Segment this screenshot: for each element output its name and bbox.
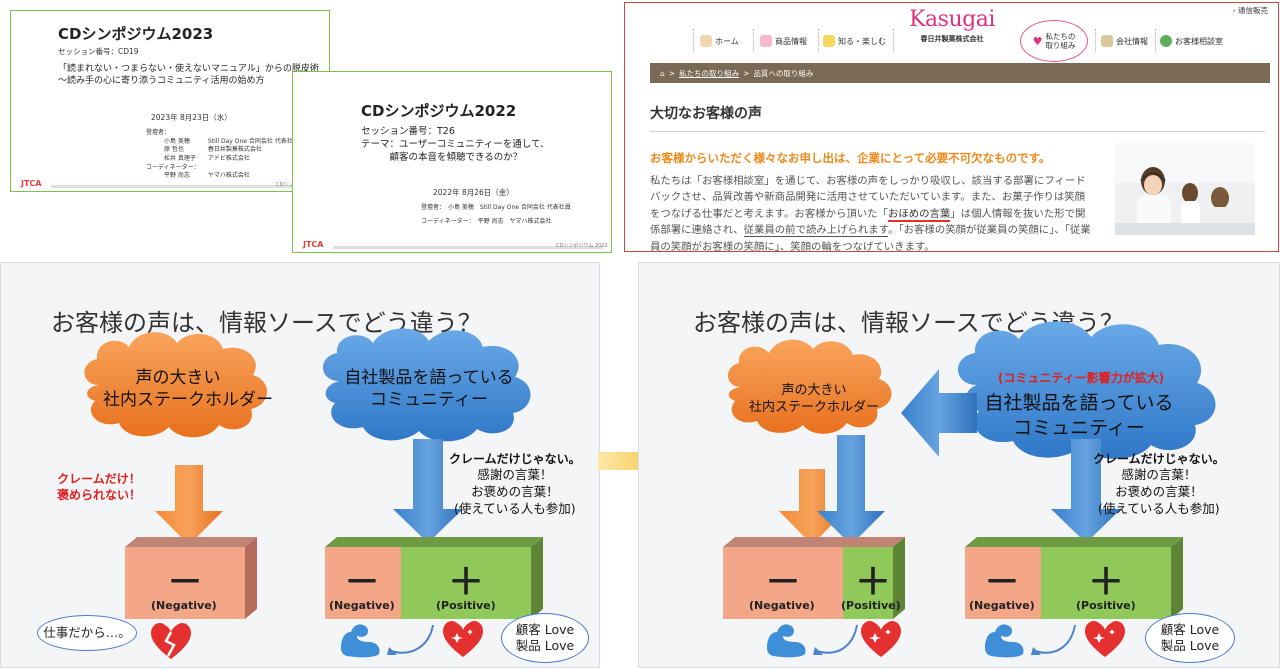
lead-text: お客様からいただく様々なお申し出は、企業にとって必要不可欠なものです。 bbox=[650, 151, 1051, 165]
slide-footer-bar bbox=[333, 246, 603, 249]
nav-products[interactable]: 商品情報 bbox=[760, 35, 807, 47]
cycle-arrow-icon bbox=[1034, 624, 1076, 654]
slide-thumbnail-2023: CDシンポジウム2023 セッション番号：CD19 「読まれない・つまらない・使… bbox=[10, 10, 330, 192]
brand-sub: 春日井製菓株式会社 bbox=[920, 35, 984, 43]
slide-date: 2023年 8月23日（水） bbox=[151, 113, 232, 122]
minus-sign: － bbox=[344, 562, 381, 603]
brand-logo[interactable]: Kasugai 春日井製菓株式会社 bbox=[907, 9, 997, 44]
breadcrumb: ⌂ > 私たちの取り組み > 品質への取り組み bbox=[650, 63, 1270, 83]
minus-sign: － bbox=[765, 562, 802, 603]
slide-title: CDシンポジウム2022 bbox=[361, 102, 517, 120]
left-diagram bbox=[84, 328, 543, 659]
cloud-text-community: 自社製品を語っている コミュニティー bbox=[984, 392, 1174, 439]
breadcrumb-item[interactable]: 私たちの取り組み bbox=[679, 68, 740, 78]
music-note-icon bbox=[823, 35, 835, 47]
bubble-love: 顧客 Love 製品 Love bbox=[1145, 613, 1235, 663]
bubble-love: 顧客 Love 製品 Love bbox=[501, 613, 589, 663]
slide-session: セッション番号：CD19 bbox=[58, 47, 139, 56]
left-panel: お客様の声は、情報ソースでどう違う？ bbox=[0, 262, 600, 668]
nav-company[interactable]: 会社情報 bbox=[1101, 35, 1148, 47]
building-icon bbox=[1101, 35, 1113, 47]
cloud-text-stakeholder: 声の大きい 社内ステークホルダー bbox=[103, 368, 273, 411]
sparkle-heart-icon bbox=[861, 620, 901, 657]
positive-label: (Positive) bbox=[436, 599, 496, 612]
home-icon[interactable]: ⌂ bbox=[660, 68, 665, 78]
jtca-logo: JTCA bbox=[21, 179, 42, 188]
right-diagram bbox=[723, 321, 1216, 658]
underline-readout: 従業員の前で読み上げられます bbox=[743, 224, 889, 238]
slide-date: 2022年 8月26日（金） bbox=[433, 188, 514, 197]
cycle-arrow-icon bbox=[390, 624, 434, 654]
slide-coordinator: コーディネーター： 平野 尚志 ヤマハ株式会社 bbox=[421, 218, 552, 225]
blue-down-arrow bbox=[393, 439, 463, 543]
divider bbox=[650, 131, 1265, 132]
nav-home[interactable]: ホーム bbox=[700, 35, 739, 47]
blue-down-arrow bbox=[817, 435, 885, 545]
slide-subtitle: セッション番号：T26 テーマ：ユーザーコミュニティーを通して、 顧客の本音を傾… bbox=[361, 126, 550, 163]
negative-positive-box bbox=[723, 537, 905, 619]
sparkle-heart-icon bbox=[1085, 620, 1125, 657]
jtca-logo: JTCA bbox=[303, 240, 324, 249]
slide-speaker: 登壇者： 小島 美穂 Still Day One 合同会社 代表社員 bbox=[421, 204, 571, 211]
orange-cloud bbox=[727, 339, 892, 434]
question-icon bbox=[1160, 35, 1172, 47]
thanks-note: クレームだけじゃない。 感謝の言葉！ お褒めの言葉！ (使えている人も参加) bbox=[449, 452, 581, 516]
complaint-only-note: クレームだけ！ 褒められない！ bbox=[57, 472, 142, 503]
cloud-text-community: 自社製品を語っている コミュニティー bbox=[344, 368, 514, 411]
orange-cloud bbox=[84, 332, 268, 438]
orange-down-arrow bbox=[155, 465, 223, 545]
muscle-arm-icon bbox=[767, 624, 806, 658]
slide-subtitle: 「読まれない・つまらない・使えないマニュアル」からの脱皮術 〜読み手の心に寄り添… bbox=[58, 64, 319, 87]
blue-left-arrow bbox=[901, 369, 977, 457]
muscle-arm-icon bbox=[985, 624, 1024, 658]
right-panel: お客様の声は、情報ソースでどう違う？ bbox=[638, 262, 1280, 668]
negative-positive-box bbox=[965, 537, 1183, 619]
plus-sign: ＋ bbox=[448, 562, 485, 603]
plus-sign: ＋ bbox=[1088, 562, 1125, 603]
positive-label: (Positive) bbox=[841, 599, 901, 612]
slide-footer: CDシンポジウム 2022 bbox=[556, 243, 608, 249]
breadcrumb-item: 品質への取り組み bbox=[753, 68, 814, 78]
negative-label: (Negative) bbox=[969, 599, 1035, 612]
slide-title: CDシンポジウム2023 bbox=[58, 25, 214, 43]
bubble-just-work: 仕事だから…。 bbox=[37, 615, 137, 651]
home-icon bbox=[700, 35, 712, 47]
slide-footer-bar bbox=[51, 185, 321, 188]
blue-cloud bbox=[957, 321, 1216, 459]
negative-label: (Negative) bbox=[151, 599, 217, 612]
nav-learn[interactable]: 知る・楽しむ bbox=[823, 35, 886, 47]
heart-icon: ♥ bbox=[1032, 34, 1043, 48]
highlight-praise: おほめの言葉 bbox=[887, 207, 951, 222]
influence-note: (コミュニティー影響力が拡大) bbox=[997, 371, 1165, 385]
body-text: 私たちは「お客様相談室」を通じて、お客様の声をしっかり吸収し、該当する部署にフィ… bbox=[650, 175, 1091, 252]
muscle-arm-icon bbox=[341, 624, 380, 658]
brand-name: Kasugai bbox=[909, 7, 995, 32]
blue-down-arrow bbox=[1051, 439, 1121, 543]
broken-heart-icon bbox=[151, 622, 191, 659]
negative-positive-box bbox=[325, 537, 543, 619]
cloud-text-stakeholder: 声の大きい 社内ステークホルダー bbox=[748, 383, 879, 415]
chevron-right-icon: › bbox=[1232, 6, 1238, 15]
thanks-note: クレームだけじゃない。 感謝の言葉！ お褒めの言葉！ (使えている人も参加) bbox=[1093, 452, 1225, 516]
negative-box bbox=[125, 537, 257, 619]
blue-cloud bbox=[322, 328, 531, 442]
minus-sign: － bbox=[984, 562, 1021, 603]
negative-label: (Negative) bbox=[749, 599, 815, 612]
page-heading: 大切なお客様の声 bbox=[650, 106, 762, 122]
call-center-photo bbox=[1115, 143, 1255, 235]
cycle-arrow-icon bbox=[816, 624, 858, 654]
nav-our-efforts[interactable]: ♥ 私たちの 取り組み bbox=[1020, 20, 1088, 62]
nav-customer-support[interactable]: お客様相談室 bbox=[1160, 35, 1223, 47]
negative-label: (Negative) bbox=[329, 599, 395, 612]
plus-sign: ＋ bbox=[855, 562, 892, 603]
sparkle-heart-icon bbox=[443, 620, 483, 657]
slide-thumbnail-2022: CDシンポジウム2022 セッション番号：T26 テーマ：ユーザーコミュニティー… bbox=[292, 71, 612, 253]
top-link[interactable]: › 通信販売 bbox=[1232, 6, 1268, 15]
positive-label: (Positive) bbox=[1076, 599, 1136, 612]
slide-people: 登壇者： 小島 美穂 Still Day One 合同会社 代表社員 原 哲也 … bbox=[146, 129, 299, 180]
minus-sign: － bbox=[167, 562, 204, 603]
candy-icon bbox=[760, 35, 772, 47]
kasugai-website: › 通信販売 Kasugai 春日井製菓株式会社 ホーム 商品情報 知る・楽しむ… bbox=[624, 2, 1279, 252]
orange-down-arrow bbox=[779, 469, 845, 545]
